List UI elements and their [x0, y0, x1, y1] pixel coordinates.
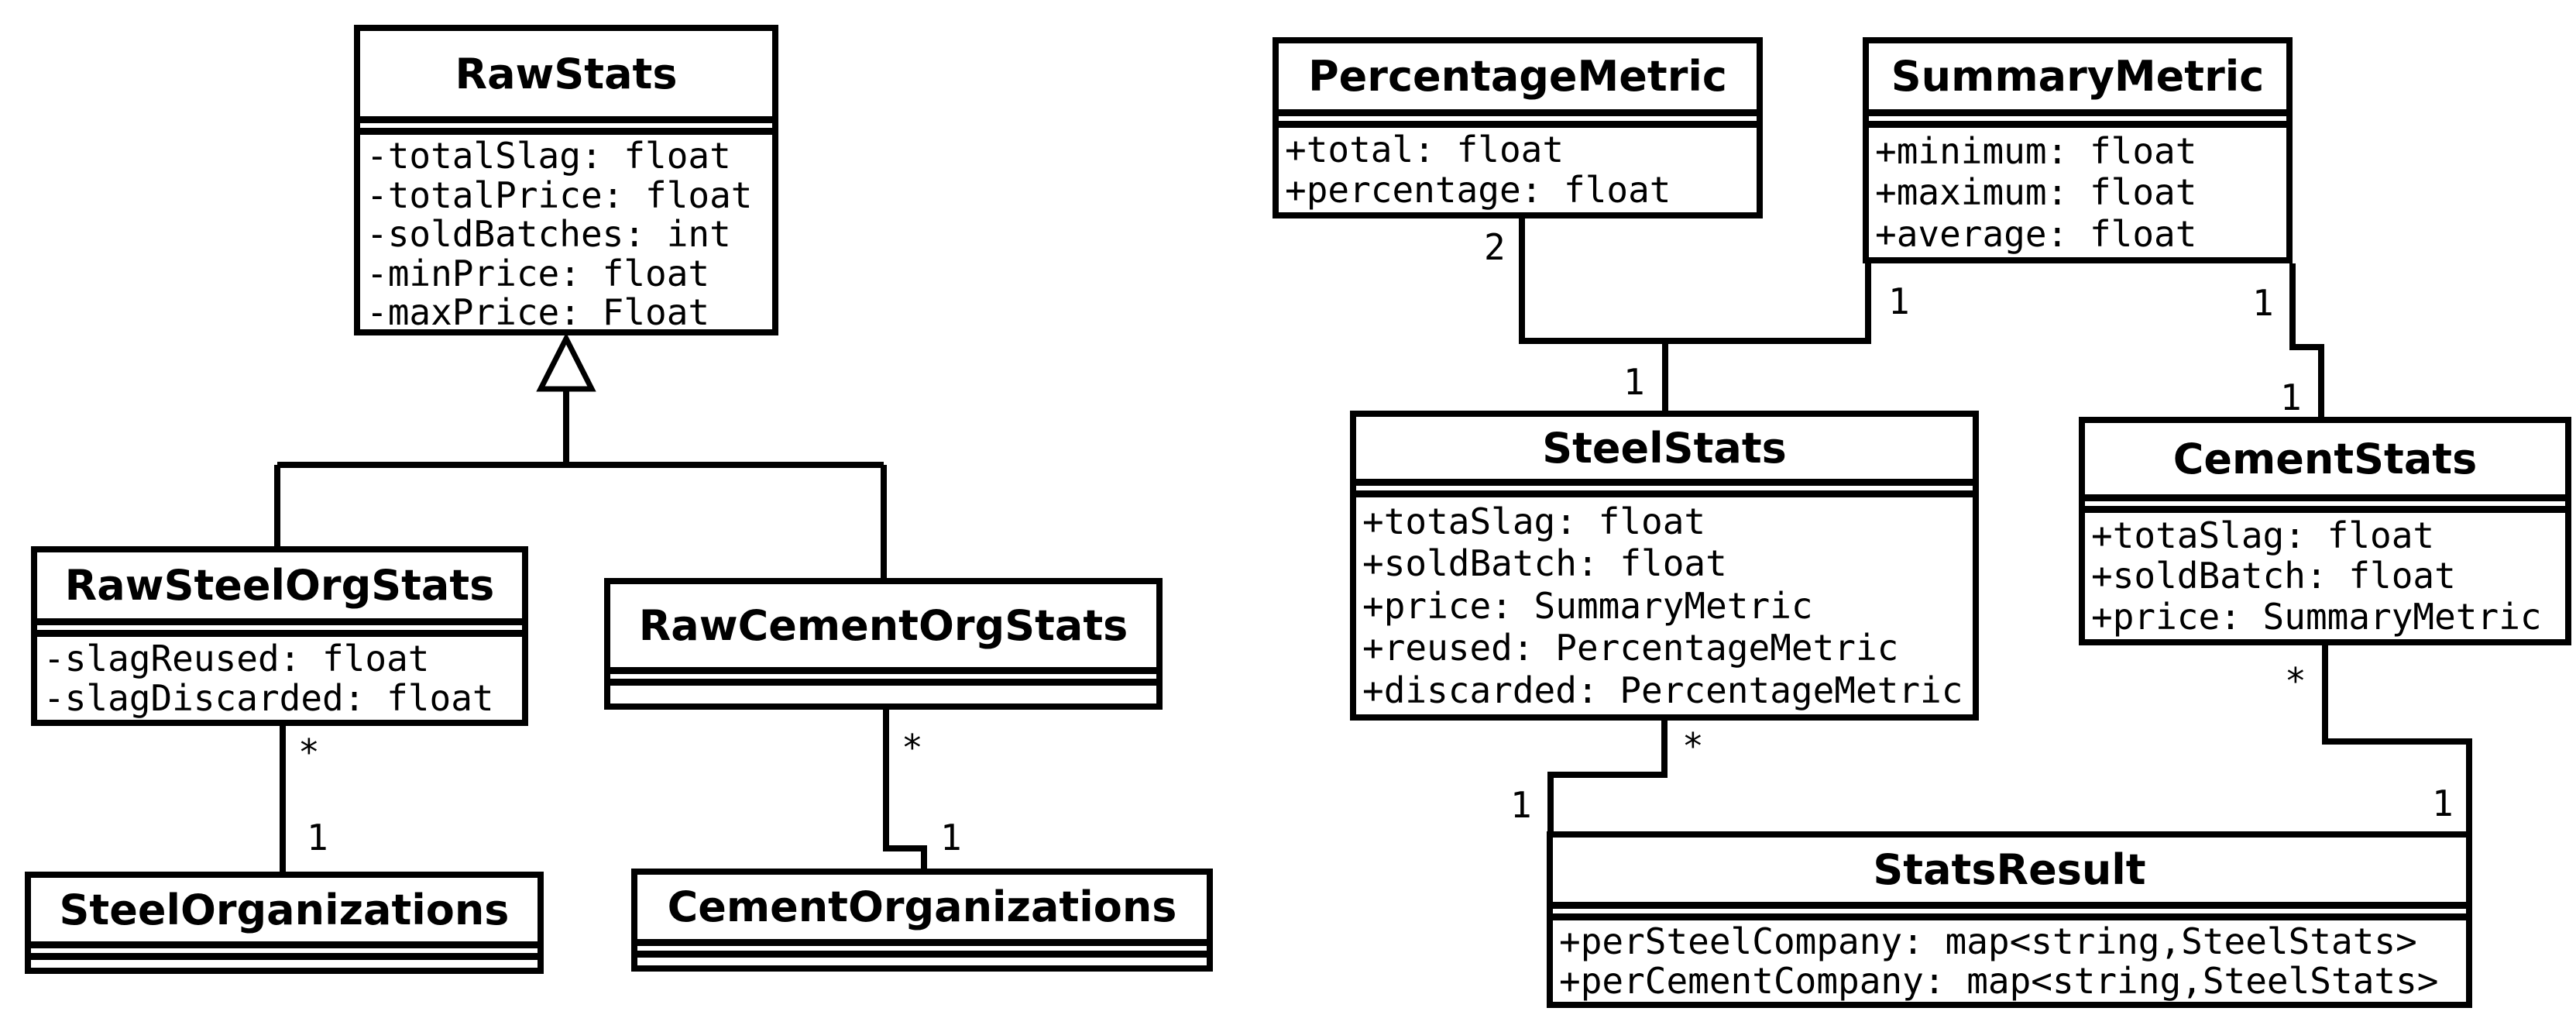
class-title: SteelOrganizations [31, 878, 538, 948]
class-title: RawSteelOrgStats [37, 552, 522, 625]
class-attribute: +price: SummaryMetric [2091, 595, 2542, 638]
class-attribute: +minimum: float [1875, 129, 2197, 172]
class-attribute: -totalSlag: float [366, 135, 731, 177]
multiplicity-label: * [2285, 660, 2306, 702]
multiplicity-label: 1 [2280, 377, 2302, 418]
multiplicity-label: * [1682, 725, 1704, 767]
class-title: SteelStats [1356, 417, 1973, 486]
multiplicity-label: 1 [1623, 361, 1645, 403]
association-summarymetric-cementstats [2289, 263, 2324, 417]
class-attribute: +average: float [1875, 212, 2197, 255]
class-cementorganizations: CementOrganizations [631, 869, 1213, 972]
class-attribute: +soldBatch: float [1362, 542, 1727, 585]
generalization-arrowhead-icon [536, 332, 596, 392]
generalization-connector [274, 389, 887, 578]
class-attribute: -soldBatches: int [366, 213, 731, 256]
class-attribute: +percentage: float [1285, 169, 1671, 212]
class-title: CementOrganizations [637, 875, 1207, 946]
multiplicity-label: 1 [1888, 280, 1910, 322]
class-attribute: -maxPrice: Float [366, 291, 710, 329]
class-title: RawStats [360, 31, 772, 123]
class-attributes: +totaSlag: float +soldBatch: float +pric… [1356, 490, 1973, 714]
multiplicity-label: 1 [307, 817, 328, 858]
multiplicity-label: * [902, 727, 923, 769]
class-attribute: +discarded: PercentageMetric [1362, 669, 1963, 711]
class-attributes [637, 951, 1207, 965]
class-cementstats: CementStats +totaSlag: float +soldBatch:… [2079, 417, 2571, 645]
class-rawstats: RawStats -totalSlag: float -totalPrice: … [354, 25, 778, 335]
class-attribute: +maximum: float [1875, 171, 2197, 214]
class-attributes: +total: float +percentage: float [1279, 121, 1757, 212]
class-summarymetric: SummaryMetric +minimum: float +maximum: … [1863, 37, 2293, 263]
class-attribute: -totalPrice: float [366, 174, 753, 216]
class-steelorganizations: SteelOrganizations [25, 872, 544, 974]
association-cementstats-statsresult [2322, 645, 2472, 831]
class-attribute: +perSteelCompany: map<string,SteelStats> [1559, 920, 2417, 962]
class-attribute: +price: SummaryMetric [1362, 584, 1813, 627]
class-attributes: -totalSlag: float -totalPrice: float -so… [360, 128, 772, 329]
class-statsresult: StatsResult +perSteelCompany: map<string… [1547, 831, 2472, 1008]
class-attribute: -minPrice: float [366, 252, 710, 294]
association-metrics-steelstats [1519, 218, 1871, 411]
class-attributes [610, 679, 1156, 703]
class-rawsteelorgstats: RawSteelOrgStats -slagReused: float -sla… [31, 546, 528, 726]
class-title: RawCementOrgStats [610, 584, 1156, 674]
class-attribute: -slagDiscarded: float [43, 676, 494, 719]
class-attribute: +totaSlag: float [1362, 500, 1706, 542]
class-attribute: +totaSlag: float [2091, 514, 2435, 556]
class-attributes: +minimum: float +maximum: float +average… [1869, 121, 2286, 257]
class-title: PercentageMetric [1279, 43, 1757, 116]
class-attribute: -slagReused: float [43, 637, 430, 679]
class-attributes: -slagReused: float -slagDiscarded: float [37, 630, 522, 720]
multiplicity-label: 1 [1510, 784, 1532, 826]
multiplicity-label: 2 [1484, 226, 1506, 268]
class-attributes [31, 953, 538, 968]
class-percentagemetric: PercentageMetric +total: float +percenta… [1273, 37, 1763, 218]
class-steelstats: SteelStats +totaSlag: float +soldBatch: … [1350, 411, 1979, 721]
class-attributes: +totaSlag: float +soldBatch: float +pric… [2085, 506, 2565, 639]
class-attribute: +soldBatch: float [2091, 555, 2456, 597]
class-title: SummaryMetric [1869, 43, 2286, 116]
class-title: StatsResult [1553, 838, 2466, 909]
class-attributes: +perSteelCompany: map<string,SteelStats>… [1553, 913, 2466, 1002]
multiplicity-label: 1 [940, 817, 962, 858]
class-attribute: +total: float [1285, 129, 1564, 171]
class-attribute: +perCementCompany: map<string,SteelStats… [1559, 959, 2439, 1002]
class-attribute: +reused: PercentageMetric [1362, 627, 1899, 669]
association-steelstats-statsresult [1547, 721, 1668, 831]
association-rawcement-cementorgs [883, 710, 927, 869]
multiplicity-label: 1 [2432, 783, 2454, 824]
multiplicity-label: * [298, 731, 320, 773]
multiplicity-label: 1 [2252, 282, 2274, 324]
class-title: CementStats [2085, 423, 2565, 501]
class-rawcementorgstats: RawCementOrgStats [604, 578, 1163, 710]
